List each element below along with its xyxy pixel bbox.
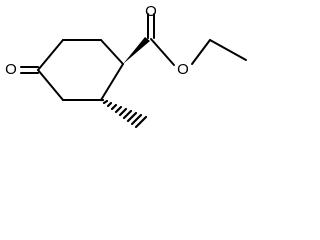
ch2-ch3-bond xyxy=(209,39,247,61)
wedge-bond-to-ester xyxy=(123,37,150,64)
structure-canvas: O O O xyxy=(0,0,254,138)
ester-c-o-bond xyxy=(150,38,175,66)
ring-bond-c3-c4 xyxy=(37,39,64,71)
ring-bond-c4-c5 xyxy=(37,69,64,101)
ketone-oxygen-label: O xyxy=(5,61,17,78)
ring-bond-c1-c2 xyxy=(100,39,124,65)
ring-bond-c6-c1 xyxy=(100,63,124,101)
ester-ether-oxygen-label: O xyxy=(177,61,189,78)
molecule-diagram: O O O xyxy=(5,3,247,129)
hashed-bond-to-methyl xyxy=(99,98,148,129)
o-ch2-bond xyxy=(191,39,211,65)
ester-carbonyl-oxygen-label: O xyxy=(145,3,157,20)
